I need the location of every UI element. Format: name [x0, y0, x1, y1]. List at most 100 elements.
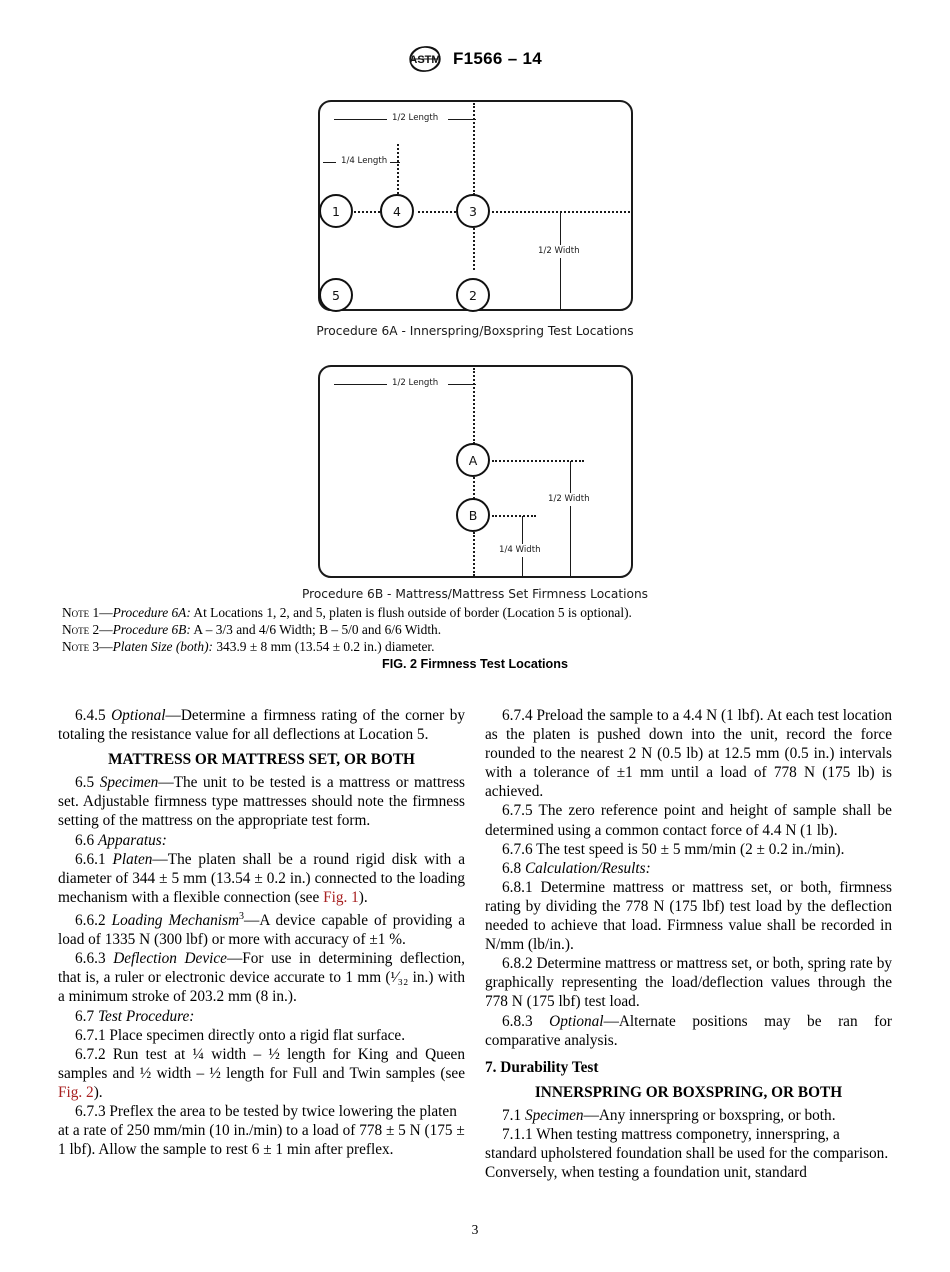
centerline-seg-3-6a: [492, 211, 630, 213]
para-6-8-3-text: —Alternate positions may be ran for comp…: [485, 1012, 893, 1049]
link-fig-1[interactable]: Fig. 1: [323, 888, 359, 906]
para-6-8: 6.8 Calculation/Results:: [485, 859, 892, 878]
half-width-label-6a: 1/2 Width: [535, 245, 583, 258]
para-6-6-3-number: 6.6.3: [75, 950, 106, 968]
para-6-7-4: 6.7.4 Preload the sample to a 4.4 N (1 l…: [485, 706, 892, 801]
note-3-text: 343.9 ± 8 mm (13.54 ± 0.2 in.) diameter.: [213, 639, 435, 655]
para-6-6-2-emphasis: Loading Mechanism: [111, 912, 240, 930]
half-width-label-6b: 1/2 Width: [545, 493, 593, 506]
para-7-1-number: 7.1: [502, 1106, 522, 1124]
heading-innerspring-or-boxspring: INNERSPRING OR BOXSPRING, OR BOTH: [534, 1083, 843, 1101]
half-length-label-6a: 1/2 Length: [392, 113, 439, 123]
para-6-7-5: 6.7.5 The zero reference point and heigh…: [485, 801, 892, 839]
para-6-4-5-text: —Determine a firmness rating of the corn…: [58, 707, 465, 744]
para-6-6-1-text-a: —The platen shall be a round rigid disk …: [58, 850, 465, 906]
para-6-6-1-emphasis: Platen: [112, 850, 153, 868]
center-guide-mid-6b: [473, 477, 475, 499]
para-6-6-emphasis: Apparatus:: [97, 831, 167, 849]
note-2-tag: Note 2: [62, 622, 100, 638]
note-1-dash: —: [99, 605, 113, 620]
para-6-8-3-emphasis: Optional: [549, 1012, 604, 1030]
note-1-emphasis: Procedure 6A:: [112, 605, 191, 620]
para-7-1-1: 7.1.1 When testing mattress componetry, …: [485, 1125, 892, 1182]
para-7-1: 7.1 Specimen—Any innerspring or boxsprin…: [485, 1106, 892, 1125]
page-number: 3: [471, 1222, 479, 1237]
para-6-7-4-number: 6.7.4: [502, 707, 533, 724]
quarter-length-guide-6a: [397, 144, 399, 194]
center-guide-top-6b: [473, 368, 475, 444]
half-length-guide-lower-6a: [473, 228, 475, 270]
para-6-8-2: 6.8.2 Determine mattress or mattress set…: [485, 954, 892, 1011]
half-length-label-6b: 1/2 Length: [392, 378, 439, 388]
figure-notes: Note 1—Procedure 6A: At Locations 1, 2, …: [62, 604, 892, 656]
note-1-tag: Note 1: [62, 605, 100, 620]
note-3-emphasis: Platen Size (both):: [112, 639, 214, 655]
para-6-8-3-number: 6.8.3: [502, 1012, 533, 1030]
caption-procedure-6a: Procedure 6A - Innerspring/Boxspring Tes…: [316, 324, 634, 338]
para-6-8-1-text: Determine mattress or mattress set, or b…: [485, 878, 893, 954]
para-6-6-3-text: —For use in determining deflection, that…: [58, 950, 465, 1006]
heading-7-durability-test: 7. Durability Test: [485, 1058, 599, 1076]
para-6-7-2: 6.7.2 Run test at ¼ width – ½ length for…: [58, 1045, 465, 1102]
para-6-7-1-number: 6.7.1: [75, 1026, 106, 1044]
note-3-dash: —: [99, 639, 113, 655]
note-2-text: A – 3/3 and 4/6 Width; B – 5/0 and 6/6 W…: [190, 622, 442, 638]
diagram-procedure-6b: 1/2 Length 1/2 Width 1/4 Width A B: [318, 365, 633, 578]
test-location-node-5[interactable]: 5: [319, 278, 353, 312]
para-6-5-text: —The unit to be tested is a mattress or …: [58, 774, 466, 830]
test-location-node-b[interactable]: B: [456, 498, 490, 532]
half-length-rule-left-6b: [334, 384, 387, 385]
half-length-rule-right-6a: [448, 119, 476, 120]
para-6-6-number: 6.6: [75, 831, 95, 849]
para-6-7-1-text: Place specimen directly onto a rigid fla…: [109, 1026, 406, 1044]
para-6-7-3-text: Preflex the area to be tested by twice l…: [58, 1102, 465, 1159]
para-6-8-1-number: 6.8.1: [502, 878, 533, 896]
centerline-seg-2-6a: [418, 211, 468, 213]
para-6-5: 6.5 Specimen—The unit to be tested is a …: [58, 773, 465, 830]
body-columns: 6.4.5 Optional—Determine a firmness rati…: [0, 706, 950, 1216]
caption-procedure-6b: Procedure 6B - Mattress/Mattress Set Fir…: [301, 587, 649, 601]
test-location-node-a[interactable]: A: [456, 443, 490, 477]
para-6-7-6-text: The test speed is 50 ± 5 mm/min (2 ± 0.2…: [536, 840, 845, 858]
para-7-1-1-number: 7.1.1: [502, 1125, 533, 1143]
para-6-7-2-text-b: ).: [93, 1083, 103, 1101]
figure-2-caption: FIG. 2 Firmness Test Locations: [382, 657, 568, 671]
test-location-node-2[interactable]: 2: [456, 278, 490, 312]
para-6-5-emphasis: Specimen: [99, 774, 159, 792]
para-6-7-6-number: 6.7.6: [502, 840, 533, 858]
para-6-8-emphasis: Calculation/Results:: [524, 859, 651, 877]
para-6-7-3: 6.7.3 Preflex the area to be tested by t…: [58, 1102, 465, 1159]
note-1: Note 1—Procedure 6A: At Locations 1, 2, …: [62, 604, 892, 621]
note-2-emphasis: Procedure 6B:: [112, 622, 191, 638]
para-6-8-number: 6.8: [502, 859, 522, 877]
para-6-7-emphasis: Test Procedure:: [97, 1007, 195, 1025]
link-fig-2[interactable]: Fig. 2: [58, 1083, 94, 1101]
centerline-seg-1-6a: [350, 211, 392, 213]
para-6-4-5-emphasis: Optional: [111, 707, 166, 724]
para-6-7-2-number: 6.7.2: [75, 1045, 106, 1063]
diagram-procedure-6a: 1/2 Length 1/4 Length 1/2 Width 1 4 3 5 …: [318, 100, 633, 312]
para-6-8-2-text: Determine mattress or mattress set, or b…: [485, 955, 893, 1011]
heading-mattress-or-mattress-set: MATTRESS OR MATTRESS SET, OR BOTH: [108, 751, 415, 769]
astm-logo-icon: ASTM: [408, 46, 442, 72]
quarter-length-rule-right-6a: [390, 162, 400, 163]
test-location-node-3[interactable]: 3: [456, 194, 490, 228]
para-6-8-1: 6.8.1 Determine mattress or mattress set…: [485, 878, 892, 954]
para-6-6-2-number: 6.6.2: [75, 912, 106, 930]
quarter-width-lead-6b: [492, 515, 536, 517]
half-width-lead-6b: [492, 460, 584, 462]
right-column: 6.7.4 Preload the sample to a 4.4 N (1 l…: [485, 706, 892, 1182]
para-6-6-1: 6.6.1 Platen—The platen shall be a round…: [58, 850, 465, 907]
test-location-node-4[interactable]: 4: [380, 194, 414, 228]
test-location-node-1[interactable]: 1: [319, 194, 353, 228]
left-column: 6.4.5 Optional—Determine a firmness rati…: [58, 706, 465, 1159]
para-6-7-4-text: Preload the sample to a 4.4 N (1 lbf). A…: [485, 707, 892, 801]
para-6-7-5-text: The zero reference point and height of s…: [485, 802, 892, 839]
para-7-1-text: —Any innerspring or boxspring, or both.: [583, 1106, 836, 1124]
half-width-rule-6b: [570, 461, 571, 576]
quarter-width-label-6b: 1/4 Width: [496, 544, 544, 557]
para-6-6-2: 6.6.2 Loading Mechanism3—A device capabl…: [58, 907, 465, 949]
para-6-7-3-number: 6.7.3: [75, 1102, 106, 1120]
para-6-7-6: 6.7.6 The test speed is 50 ± 5 mm/min (2…: [485, 840, 892, 859]
center-guide-bottom-6b: [473, 532, 475, 576]
